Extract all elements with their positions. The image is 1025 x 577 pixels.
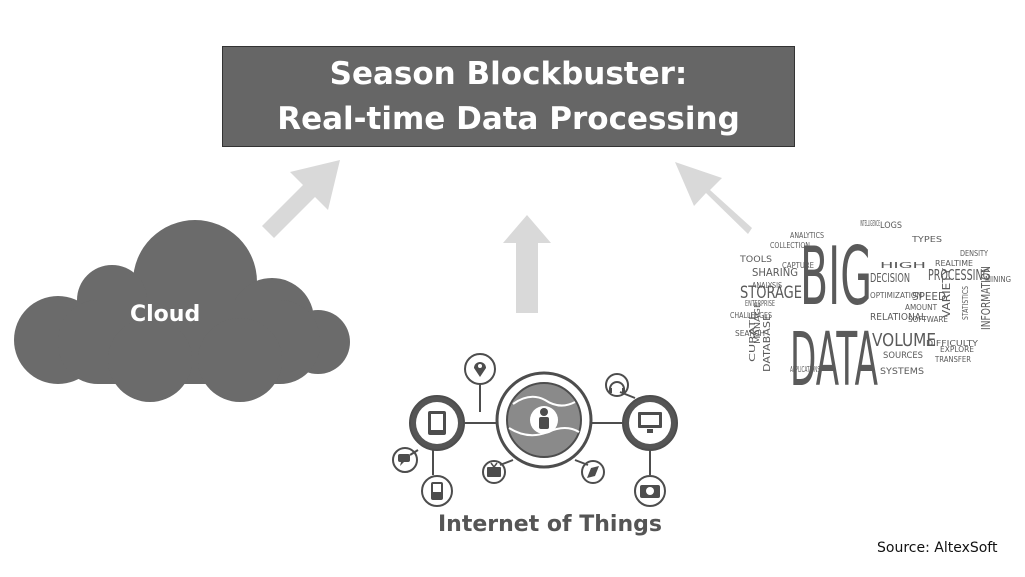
word-cloud-speed: SPEED — [912, 290, 946, 303]
word-cloud-relational: RELATIONAL — [870, 312, 926, 323]
word-cloud-applications: APPLICATIONS — [790, 365, 820, 374]
word-cloud-volume: VOLUME — [872, 330, 936, 351]
word-cloud-explore: EXPLORE — [940, 345, 974, 354]
word-cloud-mining: MINING — [985, 275, 1011, 284]
word-cloud-difficulty: DIFFICULTY — [926, 339, 978, 348]
tablet-icon — [409, 395, 465, 451]
word-cloud-processing: PROCESSING — [928, 266, 990, 284]
word-cloud-statistics: STATISTICS — [961, 286, 970, 320]
word-cloud-tools: TOOLS — [739, 255, 772, 265]
word-cloud-density: DENSITY — [960, 249, 988, 258]
word-cloud-amount: AMOUNT — [905, 303, 937, 312]
word-cloud-collection: COLLECTION — [770, 241, 810, 250]
word-cloud-optimization: OPTIMIZATION — [870, 291, 922, 300]
iot-cluster — [392, 353, 678, 507]
word-cloud-sharing: SHARING — [752, 266, 798, 279]
word-cloud-search: SEARCH — [735, 329, 765, 338]
word-cloud-challenges: CHALLENGES — [730, 311, 772, 320]
word-cloud-types: TYPES — [911, 235, 942, 244]
word-cloud-analysis: ANALYSIS — [752, 281, 782, 290]
word-cloud-realtime: REALTIME — [935, 259, 973, 268]
word-cloud-systems: SYSTEMS — [880, 367, 924, 377]
chat-icon — [392, 447, 418, 473]
title-box: Season Blockbuster: Real-time Data Proce… — [222, 46, 795, 147]
word-cloud-information: INFORMATION — [979, 266, 993, 330]
word-cloud-analytics: ANALYTICS — [790, 231, 824, 240]
title-line-2: Real-time Data Processing — [277, 100, 740, 137]
arrow-bigdata-to-title — [675, 162, 752, 234]
word-cloud-software: SOFTWARE — [908, 315, 948, 324]
phone-icon — [421, 475, 453, 507]
word-cloud-enterprise: ENTERPRISE — [745, 299, 775, 308]
source-note: Source: AltexSoft — [877, 540, 998, 556]
cloud-label: Cloud — [130, 302, 201, 327]
globe-icon — [495, 371, 593, 469]
word-cloud-variety: VARIETY — [940, 268, 953, 318]
location-pin-icon — [464, 353, 496, 385]
data-word: DATA — [790, 317, 878, 403]
word-cloud-database: DATABASE — [762, 314, 773, 372]
monitor-icon — [622, 395, 678, 451]
camera-icon — [634, 475, 666, 507]
word-cloud-logs: LOGS — [880, 221, 902, 231]
word-cloud-storage: STORAGE — [740, 283, 802, 303]
arrow-cloud-to-title — [262, 160, 340, 238]
title-line-1: Season Blockbuster: — [329, 55, 688, 92]
word-cloud-high: HIGH — [880, 261, 926, 270]
word-cloud-capture: CAPTURE — [782, 261, 814, 270]
word-cloud-transfer: TRANSFER — [934, 355, 971, 364]
person-icon — [539, 408, 549, 429]
word-cloud-curate: CURATE — [748, 312, 757, 362]
iot-label: Internet of Things — [438, 512, 662, 537]
arrow-iot-to-title — [503, 215, 551, 313]
headphones-icon — [605, 373, 629, 397]
word-cloud-manage: MANAGE — [753, 302, 762, 344]
cloud-shape — [14, 220, 350, 402]
word-cloud-intelligence: INTELLIGENCE — [860, 219, 880, 228]
big-word: BIG — [800, 230, 872, 323]
tv-icon — [482, 460, 506, 484]
compass-icon — [581, 460, 605, 484]
word-cloud-decision: DECISION — [870, 271, 910, 285]
word-cloud-sources: SOURCES — [883, 351, 923, 361]
